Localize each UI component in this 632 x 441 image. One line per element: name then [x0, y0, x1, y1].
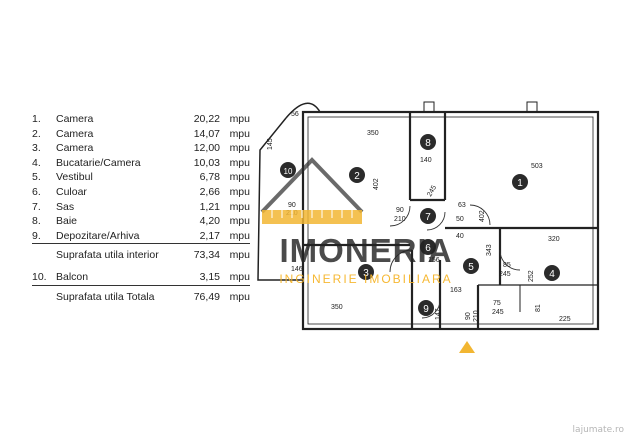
room-marker-6: 6 [420, 239, 436, 255]
svg-text:8: 8 [425, 138, 431, 149]
svg-text:7: 7 [425, 212, 431, 223]
dim-label: 343 [486, 244, 493, 256]
dim-label: 156 [428, 257, 440, 264]
dim-label: 90 [288, 202, 296, 209]
svg-text:5: 5 [468, 262, 474, 273]
dim-label: 163 [450, 287, 462, 294]
room-marker-3: 3 [358, 264, 374, 280]
room-marker-10: 10 [280, 162, 296, 178]
logo-house-icon [260, 157, 364, 224]
dim-label: 63 [458, 202, 466, 209]
dim-label: 146 [291, 266, 303, 273]
dim-label: 90 [396, 207, 404, 214]
dim-label: 40 [456, 233, 464, 240]
dim-label: 245 [499, 271, 511, 278]
dim-label: 245 [492, 309, 504, 316]
room-marker-9: 9 [418, 300, 434, 316]
room-marker-1: 1 [512, 174, 528, 190]
dim-label: 245 [426, 184, 438, 198]
dim-label: 140 [420, 157, 432, 164]
door-swings [389, 204, 521, 319]
dim-label: 225 [559, 316, 571, 323]
svg-text:1: 1 [517, 178, 523, 189]
room-marker-7: 7 [420, 208, 436, 224]
dim-label: 350 [331, 304, 343, 311]
dim-label: 147 [435, 308, 442, 320]
dim-label: 56 [291, 111, 299, 118]
dim-label: 85 [503, 262, 511, 269]
svg-text:2: 2 [354, 171, 360, 182]
dim-label: 210 [473, 310, 480, 322]
dim-label: 50 [456, 216, 464, 223]
dim-label: 503 [531, 163, 543, 170]
dim-label: 75 [493, 300, 501, 307]
room-marker-4: 4 [544, 265, 560, 281]
dim-label: 402 [373, 178, 380, 190]
dim-label: 320 [548, 236, 560, 243]
room-marker-5: 5 [463, 258, 479, 274]
svg-text:6: 6 [425, 243, 431, 254]
dim-label: 81 [535, 304, 542, 312]
logo-text: IMONERIA [279, 232, 453, 269]
dim-label: 210 [394, 216, 406, 223]
svg-text:10: 10 [284, 167, 293, 176]
room-marker-8: 8 [420, 134, 436, 150]
svg-text:4: 4 [549, 269, 555, 280]
entrance-arrow-icon [459, 341, 475, 353]
svg-text:9: 9 [423, 304, 429, 315]
dim-label: 90 [465, 312, 472, 320]
room-markers: 1 2 3 4 5 6 7 8 9 10 [280, 134, 560, 316]
svg-text:3: 3 [363, 268, 369, 279]
dim-label: 350 [367, 130, 379, 137]
dim-label: 252 [528, 270, 535, 282]
dim-label: 145 [267, 138, 274, 150]
dim-label: 402 [479, 210, 486, 222]
logo-subtitle: INGINERIE IMOBILIARA [279, 272, 453, 286]
room-marker-2: 2 [349, 167, 365, 183]
watermark: lajumate.ro [572, 425, 624, 435]
